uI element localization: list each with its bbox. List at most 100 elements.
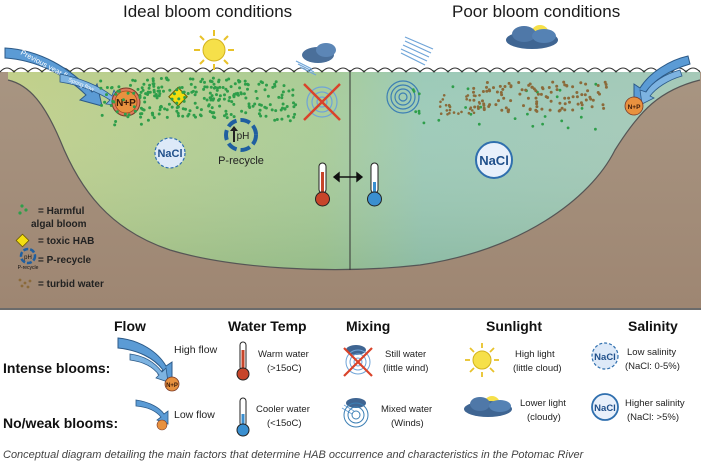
scatter-dot [291,88,295,92]
scatter-dot [203,85,207,89]
scatter-dot [571,95,575,99]
low-salinity-icon: NaCl [591,342,619,370]
scatter-dot [293,112,297,116]
scatter-dot [142,82,146,86]
scatter-dot [99,79,103,83]
row-label-intense: Intense blooms: [3,360,111,376]
scatter-dot [509,85,513,89]
scatter-dot [113,123,117,127]
svg-text:pH: pH [237,131,250,142]
header-sunlight: Sunlight [486,318,542,334]
header-flow: Flow [114,318,146,334]
ideal-bloom-title: Ideal bloom conditions [123,2,293,21]
scatter-dot [543,115,547,118]
scatter-dot [558,88,562,92]
scatter-dot [223,114,226,118]
scatter-dot [457,112,460,115]
scatter-dot [251,104,255,108]
scatter-dot [143,100,147,104]
scatter-dot [194,90,198,94]
scatter-dot [146,92,149,96]
salinity-intense-line2: (NaCl: 0-5%) [625,361,680,372]
scatter-dot [534,96,538,100]
scatter-dot [193,93,197,97]
scatter-dot [150,111,154,115]
scatter-dot [268,103,272,107]
scatter-dot [255,96,259,100]
warm-water-thermometer-icon [236,341,250,381]
scatter-dot [177,97,181,101]
scatter-dot [225,116,229,120]
legend-turbid-icon [18,278,32,289]
scatter-dot [468,98,472,102]
scatter-dot [258,103,262,107]
scatter-dot [266,94,270,98]
scatter-dot [153,94,157,98]
scatter-dot [112,100,116,104]
scatter-dot [165,115,169,119]
temp-intense-line1: Warm water [258,349,309,360]
flow-intense-label: High flow [174,344,218,356]
svg-text:NaCl: NaCl [594,403,616,414]
scatter-dot [452,111,456,114]
scatter-dot [441,98,445,101]
scatter-dot [500,93,504,97]
scatter-dot [291,93,295,97]
scatter-dot [603,80,607,84]
mixing-intense-line2: (little wind) [383,363,429,374]
scatter-dot [273,118,277,122]
legend-hab-icon [18,204,28,215]
wind-gust-icon [400,36,434,66]
scatter-dot [466,87,470,91]
scatter-dot [555,88,559,92]
scatter-dot [292,105,296,109]
factor-icons: N+P [117,337,619,437]
scatter-dot [259,114,263,118]
mixing-weak-line2: (Winds) [391,418,424,429]
scatter-dot [146,78,149,82]
scatter-dot [280,117,284,121]
scatter-dot [531,124,535,128]
scatter-dot [239,92,243,96]
scatter-dot [472,94,476,97]
scatter-dot [287,89,291,93]
scatter-dot [571,108,575,112]
scatter-dot [253,102,257,106]
scatter-dot [99,86,103,90]
scatter-dot [159,77,163,80]
scatter-dot [152,84,156,88]
scatter-dot [182,99,186,103]
scatter-dot [181,107,185,111]
scatter-dot [285,105,289,108]
scatter-dot [502,96,506,100]
scatter-dot [210,94,214,98]
scatter-dot [143,96,147,100]
scatter-dot [178,86,182,90]
scatter-dot [117,85,121,89]
scatter-dot [472,111,476,115]
scatter-dot [228,96,232,99]
scatter-dot [446,113,449,116]
scatter-dot [188,109,192,113]
scatter-dot [528,108,532,112]
scatter-dot [555,84,559,88]
scatter-dot [275,118,279,121]
scatter-dot [254,89,258,93]
scatter-dot [140,112,144,116]
scatter-dot [567,96,571,100]
figure-caption: Conceptual diagram detailing the main fa… [3,449,584,461]
scatter-dot [584,98,588,102]
scatter-dot [223,93,226,97]
scatter-dot [115,110,119,114]
scatter-dot [280,93,284,97]
scatter-dot [294,103,298,107]
river-water-depth [8,70,700,270]
poor-bloom-title: Poor bloom conditions [452,2,621,21]
scatter-dot [123,112,127,116]
scatter-dot [535,100,539,104]
scatter-dot [288,119,292,123]
scatter-dot [238,86,242,90]
sunlight-weak-line2: (cloudy) [527,412,561,423]
scatter-dot [209,98,213,102]
scatter-dot [202,87,206,91]
